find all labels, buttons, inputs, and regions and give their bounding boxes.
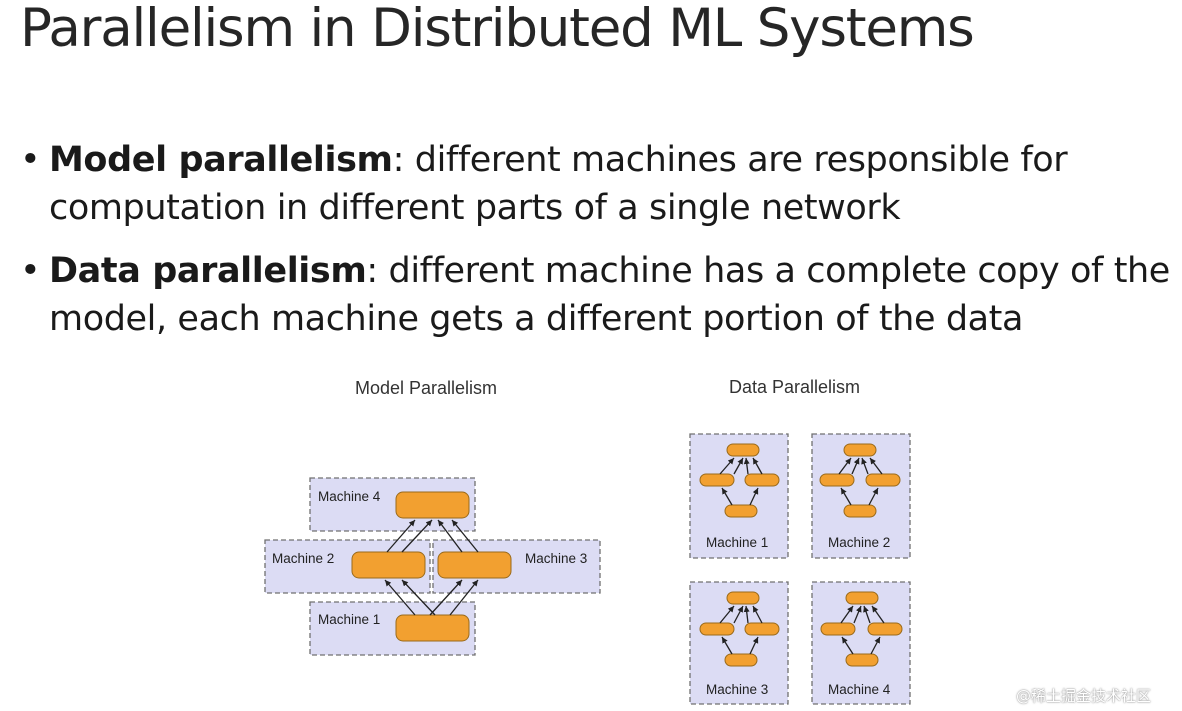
network-node (724, 653, 758, 667)
machine-label: Machine 3 (706, 682, 768, 697)
network-node (845, 591, 879, 605)
network-layer-node (351, 551, 426, 579)
machine-label: Machine 4 (318, 489, 381, 504)
bullet-marker: • (20, 140, 41, 180)
network-node (819, 473, 855, 487)
data-machine-1: Machine 1 (689, 433, 789, 559)
bullet-continuation: model, each machine gets a different por… (49, 299, 1024, 339)
data-machine-3: Machine 3 (689, 581, 789, 705)
machine-label: Machine 1 (318, 612, 380, 627)
network-node (724, 504, 758, 518)
model-machine-4: Machine 4 (309, 477, 476, 532)
network-node (744, 473, 780, 487)
watermark: @稀土掘金技术社区 (1016, 687, 1152, 705)
data-machine-2: Machine 2 (811, 433, 911, 559)
bullet-continuation: computation in different parts of a sing… (49, 188, 901, 228)
bullet-text: : different machines are responsible for (392, 140, 1068, 180)
network-node (820, 622, 856, 636)
network-layer-node (395, 614, 470, 642)
network-layer-node (395, 491, 470, 519)
network-node (865, 473, 901, 487)
data-parallelism-diagram: Machine 1 Machine 2 (689, 433, 911, 705)
slide-title: Parallelism in Distributed ML Systems (20, 0, 975, 59)
model-machine-1: Machine 1 (309, 601, 476, 656)
network-node (744, 622, 780, 636)
bullet-model-parallelism: • Model parallelism: different machines … (20, 136, 1182, 232)
machine-label: Machine 4 (828, 682, 891, 697)
network-node (843, 504, 877, 518)
network-node (726, 591, 760, 605)
bullet-list: • Model parallelism: different machines … (20, 136, 1182, 358)
model-arrows (384, 519, 479, 616)
network-node (843, 443, 877, 457)
network-node (699, 622, 735, 636)
model-parallelism-diagram: Machine 4 Machine 2 Machine 3 Machine 1 (264, 477, 601, 656)
data-machine-4: Machine 4 (811, 581, 911, 705)
bullet-text: : different machine has a complete copy … (366, 251, 1170, 291)
bullet-marker: • (20, 251, 41, 291)
bullet-term: Model parallelism (49, 140, 393, 180)
network-node (867, 622, 903, 636)
machine-label: Machine 1 (706, 535, 768, 550)
data-parallelism-caption: Data Parallelism (729, 377, 861, 397)
model-parallelism-caption: Model Parallelism (355, 378, 498, 398)
machine-label: Machine 2 (272, 551, 334, 566)
machine-label: Machine 3 (525, 551, 587, 566)
machine-label: Machine 2 (828, 535, 890, 550)
network-node (699, 473, 735, 487)
network-node (845, 653, 879, 667)
bullet-term: Data parallelism (49, 251, 367, 291)
bullet-data-parallelism: • Data parallelism: different machine ha… (20, 247, 1182, 343)
network-node (726, 443, 760, 457)
network-layer-node (437, 551, 512, 579)
